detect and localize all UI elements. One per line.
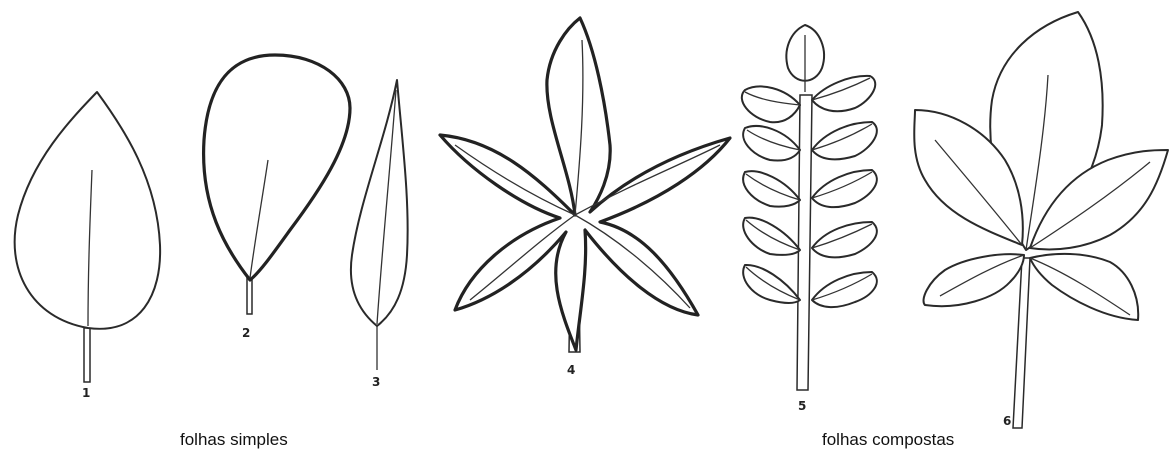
leaf-1-ovate: 1 <box>15 92 160 400</box>
leaflet-lower-left <box>924 254 1024 306</box>
leaflet-lower-right <box>1030 254 1138 320</box>
leaflet-left-5 <box>743 265 800 303</box>
leaf-3-number: 3 <box>372 375 380 389</box>
leaflet-right-5 <box>812 272 877 307</box>
leaflet-right-3 <box>812 170 877 207</box>
leaflet-left-3 <box>743 171 800 206</box>
leaf-2-number: 2 <box>242 326 250 340</box>
leaf-4-number: 4 <box>567 363 575 377</box>
leaflet-right-2 <box>812 122 877 159</box>
leaf-6-number: 6 <box>1003 414 1011 428</box>
leaflet-right-4 <box>812 222 877 257</box>
leaflet-left-4 <box>743 218 800 255</box>
leaf-6-palmate-compound: 6 <box>914 12 1168 428</box>
caption-simple-leaves: folhas simples <box>180 430 288 450</box>
leaf-5-pinnate-compound: 5 <box>742 25 877 413</box>
leaf-4-palmate: 4 <box>440 18 730 377</box>
leaflet-left-2 <box>743 126 800 160</box>
caption-compound-leaves: folhas compostas <box>822 430 954 450</box>
leaflet-right-1 <box>812 76 875 111</box>
leaf-2-obovate: 2 <box>204 55 350 340</box>
leaf-1-number: 1 <box>82 386 90 400</box>
leaf-3-lanceolate: 3 <box>351 80 408 389</box>
leaflet-left-1 <box>742 86 800 122</box>
leaf-5-number: 5 <box>798 399 806 413</box>
